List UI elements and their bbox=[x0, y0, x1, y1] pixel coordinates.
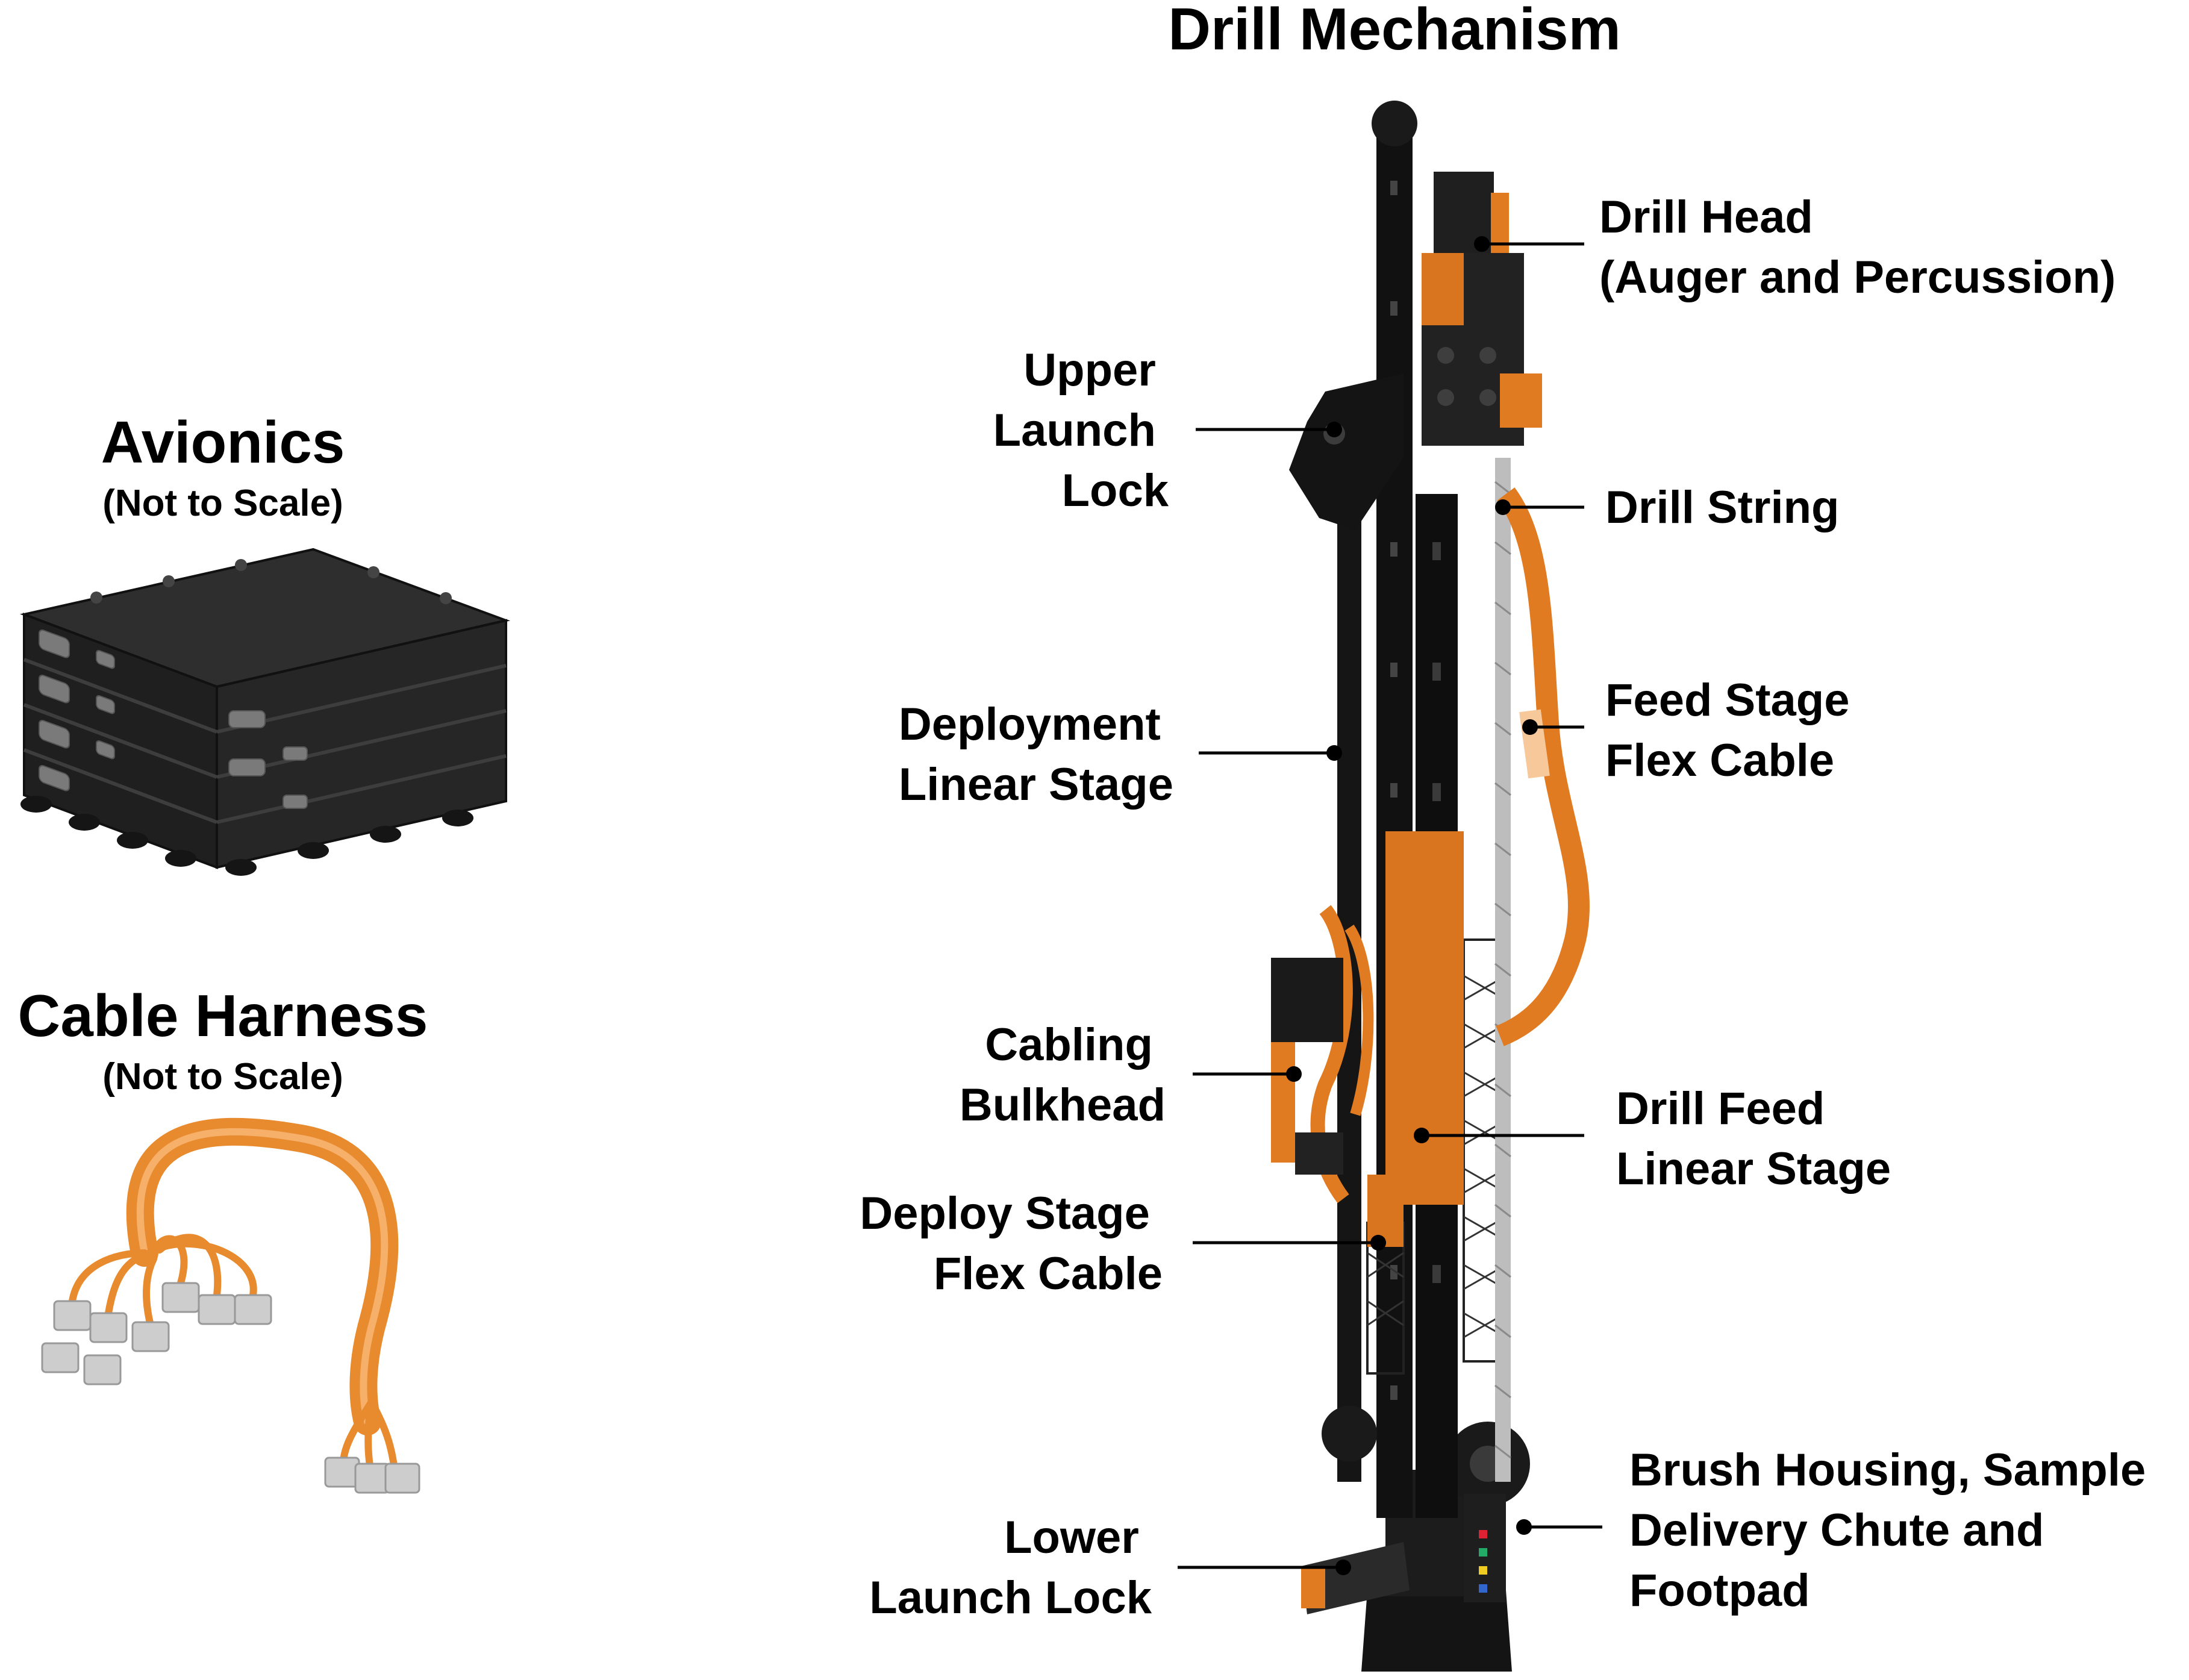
label-drill-head-line2: (Auger and Percussion) bbox=[1599, 252, 2116, 303]
label-deployment-linear-stage-line1: Deployment bbox=[899, 699, 1161, 750]
label-deployment-linear-stage: Deployment Linear Stage bbox=[899, 699, 1173, 810]
avionics-note: (Not to Scale) bbox=[102, 482, 343, 524]
label-brush-housing-line1: Brush Housing, Sample bbox=[1629, 1444, 2146, 1496]
drill-mechanism-title: Drill Mechanism bbox=[1168, 0, 1621, 62]
label-brush-housing-line2: Delivery Chute and bbox=[1629, 1505, 2044, 1556]
cable-harness-title: Cable Harness bbox=[18, 982, 428, 1049]
label-upper-launch-lock: Upper Launch Lock bbox=[993, 345, 1169, 516]
label-deployment-linear-stage-line2: Linear Stage bbox=[899, 759, 1173, 810]
label-lower-launch-lock: Lower Launch Lock bbox=[869, 1512, 1152, 1623]
label-deploy-stage-flex-cable-line2: Flex Cable bbox=[934, 1248, 1163, 1299]
label-feed-stage-flex-cable: Feed Stage Flex Cable bbox=[1605, 675, 1863, 786]
label-deploy-stage-flex-cable-line1: Deploy Stage bbox=[860, 1188, 1149, 1239]
label-drill-string: Drill String bbox=[1605, 482, 1839, 533]
label-cabling-bulkhead-line2: Bulkhead bbox=[960, 1079, 1166, 1131]
label-brush-housing: Brush Housing, Sample Delivery Chute and… bbox=[1629, 1444, 2158, 1616]
label-drill-head: Drill Head (Auger and Percussion) bbox=[1599, 192, 2116, 303]
label-drill-string-line1: Drill String bbox=[1605, 482, 1839, 533]
label-drill-feed-linear-stage-line2: Linear Stage bbox=[1616, 1143, 1891, 1194]
label-drill-feed-linear-stage-line1: Drill Feed bbox=[1616, 1083, 1825, 1134]
label-upper-launch-lock-line3: Lock bbox=[1062, 465, 1169, 516]
avionics-title: Avionics bbox=[101, 409, 345, 475]
label-deploy-stage-flex-cable: Deploy Stage Flex Cable bbox=[860, 1188, 1163, 1299]
label-upper-launch-lock-line1: Upper bbox=[1023, 345, 1156, 396]
label-feed-stage-flex-cable-line2: Flex Cable bbox=[1605, 735, 1834, 786]
label-cabling-bulkhead: Cabling Bulkhead bbox=[960, 1019, 1166, 1131]
label-upper-launch-lock-line2: Launch bbox=[993, 405, 1156, 456]
cable-harness-illustration bbox=[41, 1117, 420, 1494]
avionics-box-illustration bbox=[20, 548, 510, 876]
label-lower-launch-lock-line1: Lower bbox=[1004, 1512, 1139, 1563]
drill-mechanism-illustration bbox=[1271, 101, 1590, 1672]
label-feed-stage-flex-cable-line1: Feed Stage bbox=[1605, 675, 1849, 726]
label-cabling-bulkhead-line1: Cabling bbox=[985, 1019, 1153, 1070]
label-brush-housing-line3: Footpad bbox=[1629, 1565, 1810, 1616]
cable-harness-note: (Not to Scale) bbox=[102, 1056, 343, 1098]
label-lower-launch-lock-line2: Launch Lock bbox=[869, 1572, 1152, 1623]
callout-leaders bbox=[1178, 236, 1602, 1575]
label-drill-feed-linear-stage: Drill Feed Linear Stage bbox=[1616, 1083, 1891, 1194]
label-drill-head-line1: Drill Head bbox=[1599, 192, 1813, 243]
